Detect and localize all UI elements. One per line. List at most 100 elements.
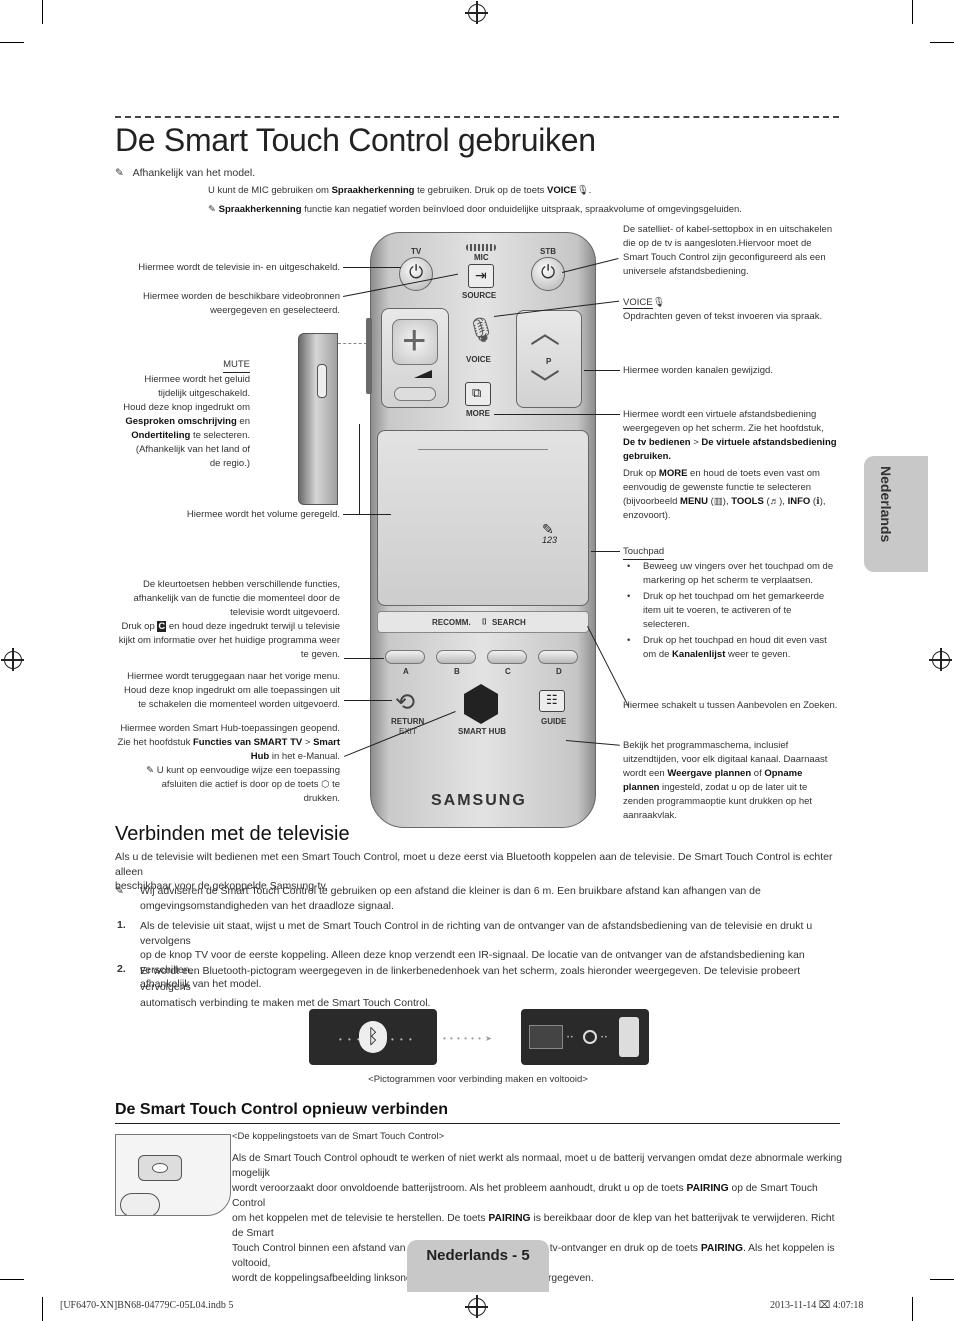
leader-line bbox=[343, 267, 401, 268]
mute-side-button bbox=[317, 364, 327, 398]
callout-mute: MUTE Hiermee wordt het geluid tijdelijk … bbox=[123, 359, 250, 469]
pairing-caption: <De koppelingstoets van de Smart Touch C… bbox=[232, 1131, 445, 1142]
volume-ramp-icon bbox=[414, 370, 432, 378]
section1-intro: Als u de televisie wilt bedienen met een… bbox=[115, 851, 833, 892]
voice-label: VOICE bbox=[466, 355, 491, 364]
callout-more: Hiermee wordt een virtuele afstandsbedie… bbox=[623, 409, 837, 521]
dots-icon: • • • bbox=[391, 1035, 414, 1044]
remote-side-key bbox=[366, 318, 372, 394]
mic-grille-icon bbox=[466, 244, 496, 251]
channel-down-icon: ﹀ bbox=[530, 369, 560, 402]
footer-date: 2013-11-14 ⌧ 4:07:18 bbox=[770, 1300, 864, 1311]
smarthub-key-icon: ⬡ bbox=[321, 779, 330, 790]
color-label-a: A bbox=[403, 667, 409, 676]
color-label-d: D bbox=[556, 667, 562, 676]
crop-mark bbox=[0, 42, 24, 43]
return-label: RETURN bbox=[391, 717, 425, 726]
step-number: 2. bbox=[117, 963, 126, 975]
registration-mark-icon bbox=[929, 648, 952, 671]
stb-label: STB bbox=[540, 247, 556, 256]
bluetooth-connected-image: • • • • bbox=[521, 1009, 649, 1065]
callout-stb: De satelliet- of kabel-settopbox in en u… bbox=[623, 224, 833, 277]
section-heading-reconnect: De Smart Touch Control opnieuw verbinden bbox=[115, 1101, 449, 1118]
tv-label: TV bbox=[411, 247, 422, 256]
figure-caption: <Pictogrammen voor verbinding maken en v… bbox=[368, 1074, 588, 1085]
smarthub-label: SMART HUB bbox=[458, 727, 506, 736]
pencil-note-icon: ✎ bbox=[115, 167, 124, 179]
callout-return: Hiermee wordt teruggegaan naar het vorig… bbox=[123, 671, 340, 710]
source-button: ⇥ bbox=[468, 264, 494, 288]
power-icon: ⏻ bbox=[541, 262, 556, 282]
section1-note: ✎ Wij adviseren de Smart Touch Control t… bbox=[115, 885, 761, 912]
pencil-note-icon: ✎ bbox=[208, 204, 216, 215]
tv-screen-icon bbox=[529, 1025, 563, 1049]
color-button-a bbox=[385, 650, 425, 664]
mic-icon: 🎙 bbox=[652, 297, 665, 308]
section-divider bbox=[115, 1123, 840, 1124]
bullet-icon: • bbox=[627, 635, 631, 646]
plus-icon: + bbox=[402, 316, 427, 363]
guide-label: GUIDE bbox=[541, 717, 567, 726]
callout-guide: Bekijk het programmaschema, inclusief ui… bbox=[623, 740, 828, 821]
leader-line bbox=[344, 700, 392, 701]
more-label: MORE bbox=[466, 409, 490, 418]
pencil-note-icon: ✎ bbox=[146, 765, 155, 776]
footer-file: [UF6470-XN]BN68-04779C-05L04.indb 5 bbox=[60, 1300, 234, 1311]
more-button: ⧉ bbox=[465, 382, 491, 406]
color-button-c bbox=[487, 650, 527, 664]
color-label-b: B bbox=[454, 667, 460, 676]
samsung-logo: SAMSUNG bbox=[431, 792, 527, 809]
channel-label: P bbox=[546, 357, 552, 366]
leader-line bbox=[494, 414, 620, 415]
leader-line bbox=[359, 424, 360, 514]
registration-mark-icon bbox=[465, 1295, 488, 1318]
progress-arrow-icon: • • • • • • ➤ bbox=[443, 1034, 493, 1043]
callout-touchpad: Touchpad •Beweeg uw vingers over het tou… bbox=[623, 546, 834, 660]
mic-note: U kunt de MIC gebruiken om Spraakherkenn… bbox=[208, 185, 592, 196]
bullet-icon: • bbox=[627, 591, 631, 602]
voice-button: 🎙 bbox=[466, 316, 496, 350]
channel-up-icon: ︿ bbox=[530, 317, 560, 350]
touchpad: ✎ 123 bbox=[377, 430, 589, 606]
section-heading-connect: Verbinden met de televisie bbox=[115, 823, 350, 845]
remote-icon bbox=[619, 1017, 639, 1057]
volume-rocker: + bbox=[381, 308, 449, 408]
speech-note: ✎ Spraakherkenning functie kan negatief … bbox=[208, 204, 742, 215]
page-number-tab: Nederlands - 5 bbox=[407, 1240, 549, 1292]
callout-color-keys: De kleurtoetsen hebben verschillende fun… bbox=[118, 579, 340, 660]
dots-icon: • • • bbox=[339, 1035, 362, 1044]
guide-button: ☷ bbox=[539, 690, 565, 712]
crop-mark bbox=[42, 0, 43, 24]
pencil-note-icon: ✎ bbox=[115, 885, 124, 897]
virtual-remote-icon: ⧉ bbox=[472, 385, 482, 400]
touchpad-glyph: 123 bbox=[542, 535, 558, 545]
leader-line bbox=[584, 370, 620, 371]
callout-volume: Hiermee wordt het volume geregeld. bbox=[186, 509, 340, 520]
pen-icon: ✎ bbox=[542, 521, 554, 537]
callout-source: Hiermee worden de beschikbare videobronn… bbox=[143, 291, 340, 316]
power-icon: ⏻ bbox=[409, 262, 424, 282]
guide-icon: ☷ bbox=[546, 692, 558, 707]
crop-mark bbox=[912, 0, 913, 24]
channel-rocker: ︿ P ﹀ bbox=[516, 310, 582, 408]
return-icon: ⟲ bbox=[395, 689, 416, 716]
mic-icon: 🎙 bbox=[576, 185, 589, 196]
color-button-d bbox=[538, 650, 578, 664]
microphone-icon: 🎙 bbox=[466, 317, 497, 344]
smart-hub-icon bbox=[464, 684, 498, 724]
callout-smarthub: Hiermee worden Smart Hub-toepassingen ge… bbox=[117, 723, 340, 804]
step-1: Als de televisie uit staat, wijst u met … bbox=[140, 920, 813, 990]
pairing-button-illustration bbox=[115, 1134, 231, 1216]
volume-up-button: + bbox=[392, 316, 438, 365]
crop-mark bbox=[42, 1297, 43, 1321]
crop-mark bbox=[0, 1279, 24, 1280]
step-number: 1. bbox=[117, 919, 126, 931]
callout-tv: Hiermee wordt de televisie in- en uitges… bbox=[138, 262, 340, 273]
color-button-b bbox=[436, 650, 476, 664]
source-icon: ⇥ bbox=[475, 267, 487, 283]
bullet-icon: • bbox=[627, 561, 631, 572]
crop-mark bbox=[930, 1279, 954, 1280]
remote-tip bbox=[120, 1193, 160, 1215]
step-2: Er wordt een Bluetooth-pictogram weergeg… bbox=[140, 965, 801, 1009]
color-label-c: C bbox=[505, 667, 511, 676]
